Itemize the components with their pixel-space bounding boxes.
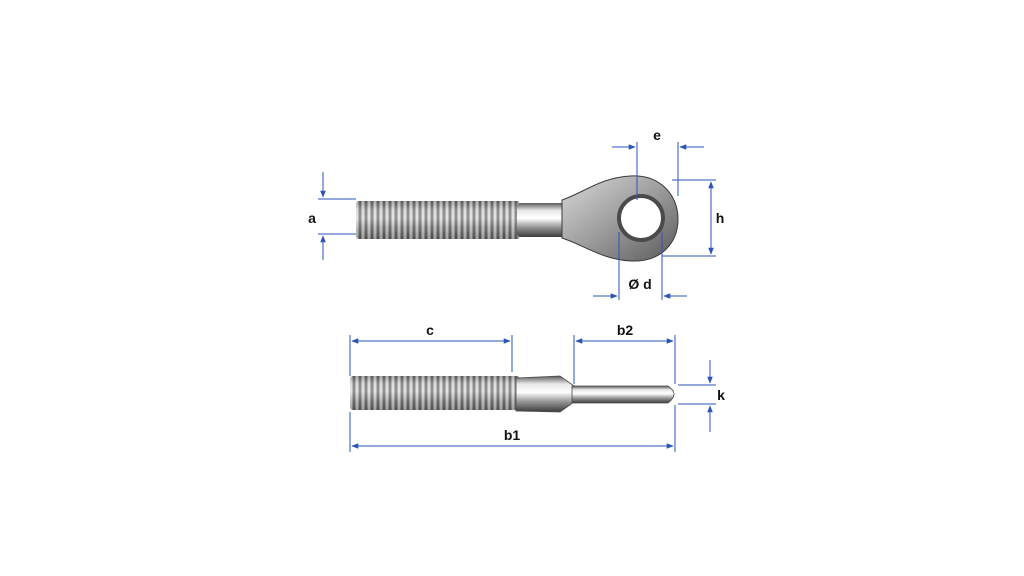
dim-b1 [349,405,676,452]
dim-d [593,232,687,300]
label-b1: b1 [504,427,521,443]
label-k: k [717,387,725,403]
terminal-side-view [350,375,675,413]
dim-c [349,335,513,376]
terminal-top-view [356,175,679,262]
label-d: Ø d [628,276,651,292]
flat-eye-side [571,385,675,404]
label-e: e [653,127,661,143]
eye-hole [617,194,665,242]
shank-top [517,203,567,237]
dim-b2 [573,335,676,384]
dim-k [678,360,716,432]
shank-side [515,375,575,413]
label-b2: b2 [617,322,634,338]
label-c: c [426,322,434,338]
label-h: h [716,210,725,226]
label-a: a [308,210,316,226]
dim-a [318,172,356,260]
dim-h [662,179,716,257]
dim-e [612,142,704,200]
